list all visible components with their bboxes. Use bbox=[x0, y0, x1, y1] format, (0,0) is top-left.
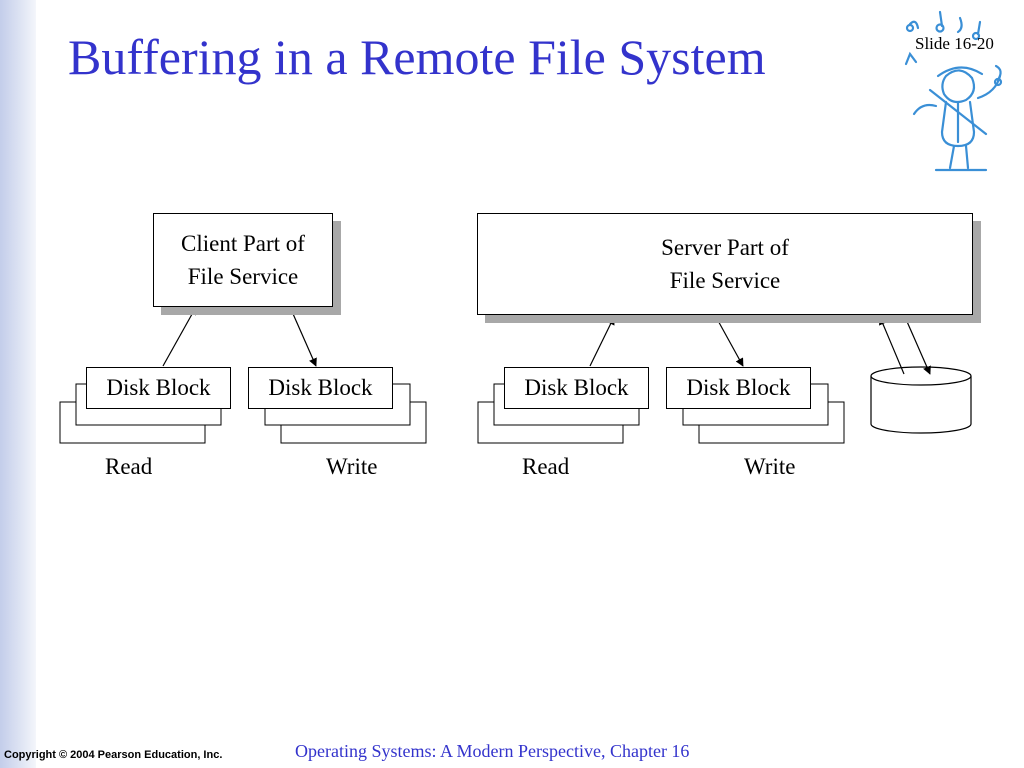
server-read-disk-block: Disk Block bbox=[504, 367, 649, 409]
client-read-disk-block: Disk Block bbox=[86, 367, 231, 409]
server-read-arrow bbox=[589, 316, 615, 367]
client-box-line2: File Service bbox=[187, 264, 299, 289]
client-write-label: Write bbox=[326, 454, 378, 479]
server-write-arrow bbox=[715, 316, 744, 367]
server-write-label: Write bbox=[744, 454, 796, 479]
client-box-line1: Client Part of bbox=[181, 230, 305, 256]
server-box-line2: File Service bbox=[669, 268, 781, 293]
client-read-label: Read bbox=[105, 454, 153, 479]
client-file-service-box: Client Part of File Service bbox=[153, 213, 333, 307]
slide-title: Buffering in a Remote File System bbox=[68, 29, 766, 85]
client-write-arrow bbox=[289, 306, 317, 367]
server-file-service-box: Server Part of File Service bbox=[477, 213, 973, 315]
disk-up-arrow bbox=[879, 316, 905, 375]
disk-cylinder-icon bbox=[870, 366, 972, 434]
client-read-arrow bbox=[162, 306, 197, 367]
server-write-disk-block: Disk Block bbox=[666, 367, 811, 409]
disk-down-arrow bbox=[904, 316, 931, 375]
server-read-label: Read bbox=[522, 454, 570, 479]
copyright-text: Copyright © 2004 Pearson Education, Inc. bbox=[4, 749, 223, 761]
server-box-line1: Server Part of bbox=[661, 234, 789, 260]
client-write-disk-block: Disk Block bbox=[248, 367, 393, 409]
footer-book-title: Operating Systems: A Modern Perspective,… bbox=[295, 741, 690, 761]
slide-number: Slide 16-20 bbox=[915, 34, 994, 53]
musician-mascot-icon bbox=[904, 10, 1003, 172]
sidebar-gradient bbox=[0, 0, 36, 768]
